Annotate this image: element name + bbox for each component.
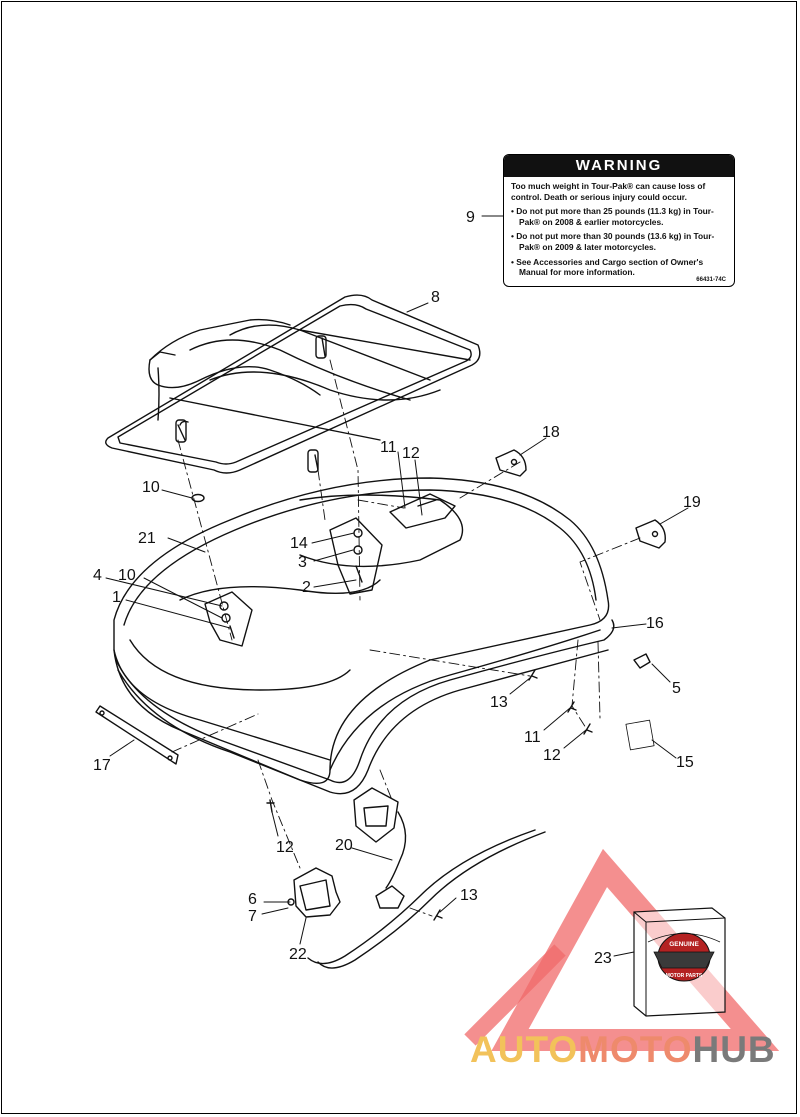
hinge-upper — [495, 449, 527, 477]
hinge-lower — [635, 519, 666, 549]
lid-gasket — [115, 619, 615, 784]
decal-body: Too much weight in Tour-Pak® can cause l… — [504, 177, 734, 278]
callout-12c: 12 — [276, 839, 294, 856]
callout-21: 21 — [138, 530, 156, 547]
callout-18: 18 — [542, 424, 560, 441]
watermark-part-1: AUTO — [470, 1029, 579, 1070]
callout-15: 15 — [676, 754, 694, 771]
callout-4: 4 — [93, 567, 102, 584]
watermark-text: AUTOMOTOHUB — [470, 1030, 776, 1070]
callout-19: 19 — [683, 494, 701, 511]
callout-5: 5 — [672, 680, 681, 697]
callout-3: 3 — [298, 554, 307, 571]
callout-9: 9 — [466, 209, 475, 226]
callout-7: 7 — [248, 908, 257, 925]
watermark-part-2: MOTO — [578, 1029, 693, 1070]
callout-1: 1 — [112, 589, 121, 606]
callout-13: 13 — [490, 694, 508, 711]
lid-strap — [95, 705, 179, 765]
decal-line-1: Too much weight in Tour-Pak® can cause l… — [511, 181, 706, 202]
callout-14: 14 — [290, 535, 308, 552]
callout-22: 22 — [289, 946, 307, 963]
callout-13b: 13 — [460, 887, 478, 904]
callout-6: 6 — [248, 891, 257, 908]
callout-12b: 12 — [543, 747, 561, 764]
callout-12: 12 — [402, 445, 420, 462]
callout-10b: 10 — [118, 567, 136, 584]
luggage-rack — [105, 294, 481, 474]
callout-16: 16 — [646, 615, 664, 632]
decal-bullet-2: • Do not put more than 30 pounds (13.6 k… — [511, 231, 715, 252]
decal-bullet-1: • Do not put more than 25 pounds (11.3 k… — [511, 206, 714, 227]
callout-8: 8 — [431, 289, 440, 306]
callout-20: 20 — [335, 837, 353, 854]
callout-10: 10 — [142, 479, 160, 496]
tour-pak-body-outline — [317, 831, 546, 969]
badge-top-text: GENUINE — [669, 941, 699, 948]
callout-2: 2 — [302, 579, 311, 596]
mount-plate-upper — [329, 517, 383, 595]
latch-housing — [287, 867, 341, 918]
callout-11: 11 — [380, 439, 397, 456]
decal-heading: WARNING — [504, 155, 734, 177]
warning-decal: WARNING Too much weight in Tour-Pak® can… — [503, 154, 735, 287]
genuine-parts-box — [633, 907, 726, 1017]
badge-bottom-text: MOTOR PARTS — [666, 973, 703, 979]
watermark-part-3: HUB — [692, 1029, 776, 1070]
mount-plate-lower — [204, 591, 253, 647]
lock-assembly — [353, 787, 407, 909]
callout-23: 23 — [594, 950, 612, 967]
decal-bullet-3: • See Accessories and Cargo section of O… — [511, 256, 704, 278]
latch-bracket — [389, 493, 456, 529]
callout-11b: 11 — [524, 729, 541, 746]
tour-pak-lid — [113, 477, 610, 784]
decal-part-code: 66431-74C — [696, 277, 726, 283]
callout-17: 17 — [93, 757, 111, 774]
